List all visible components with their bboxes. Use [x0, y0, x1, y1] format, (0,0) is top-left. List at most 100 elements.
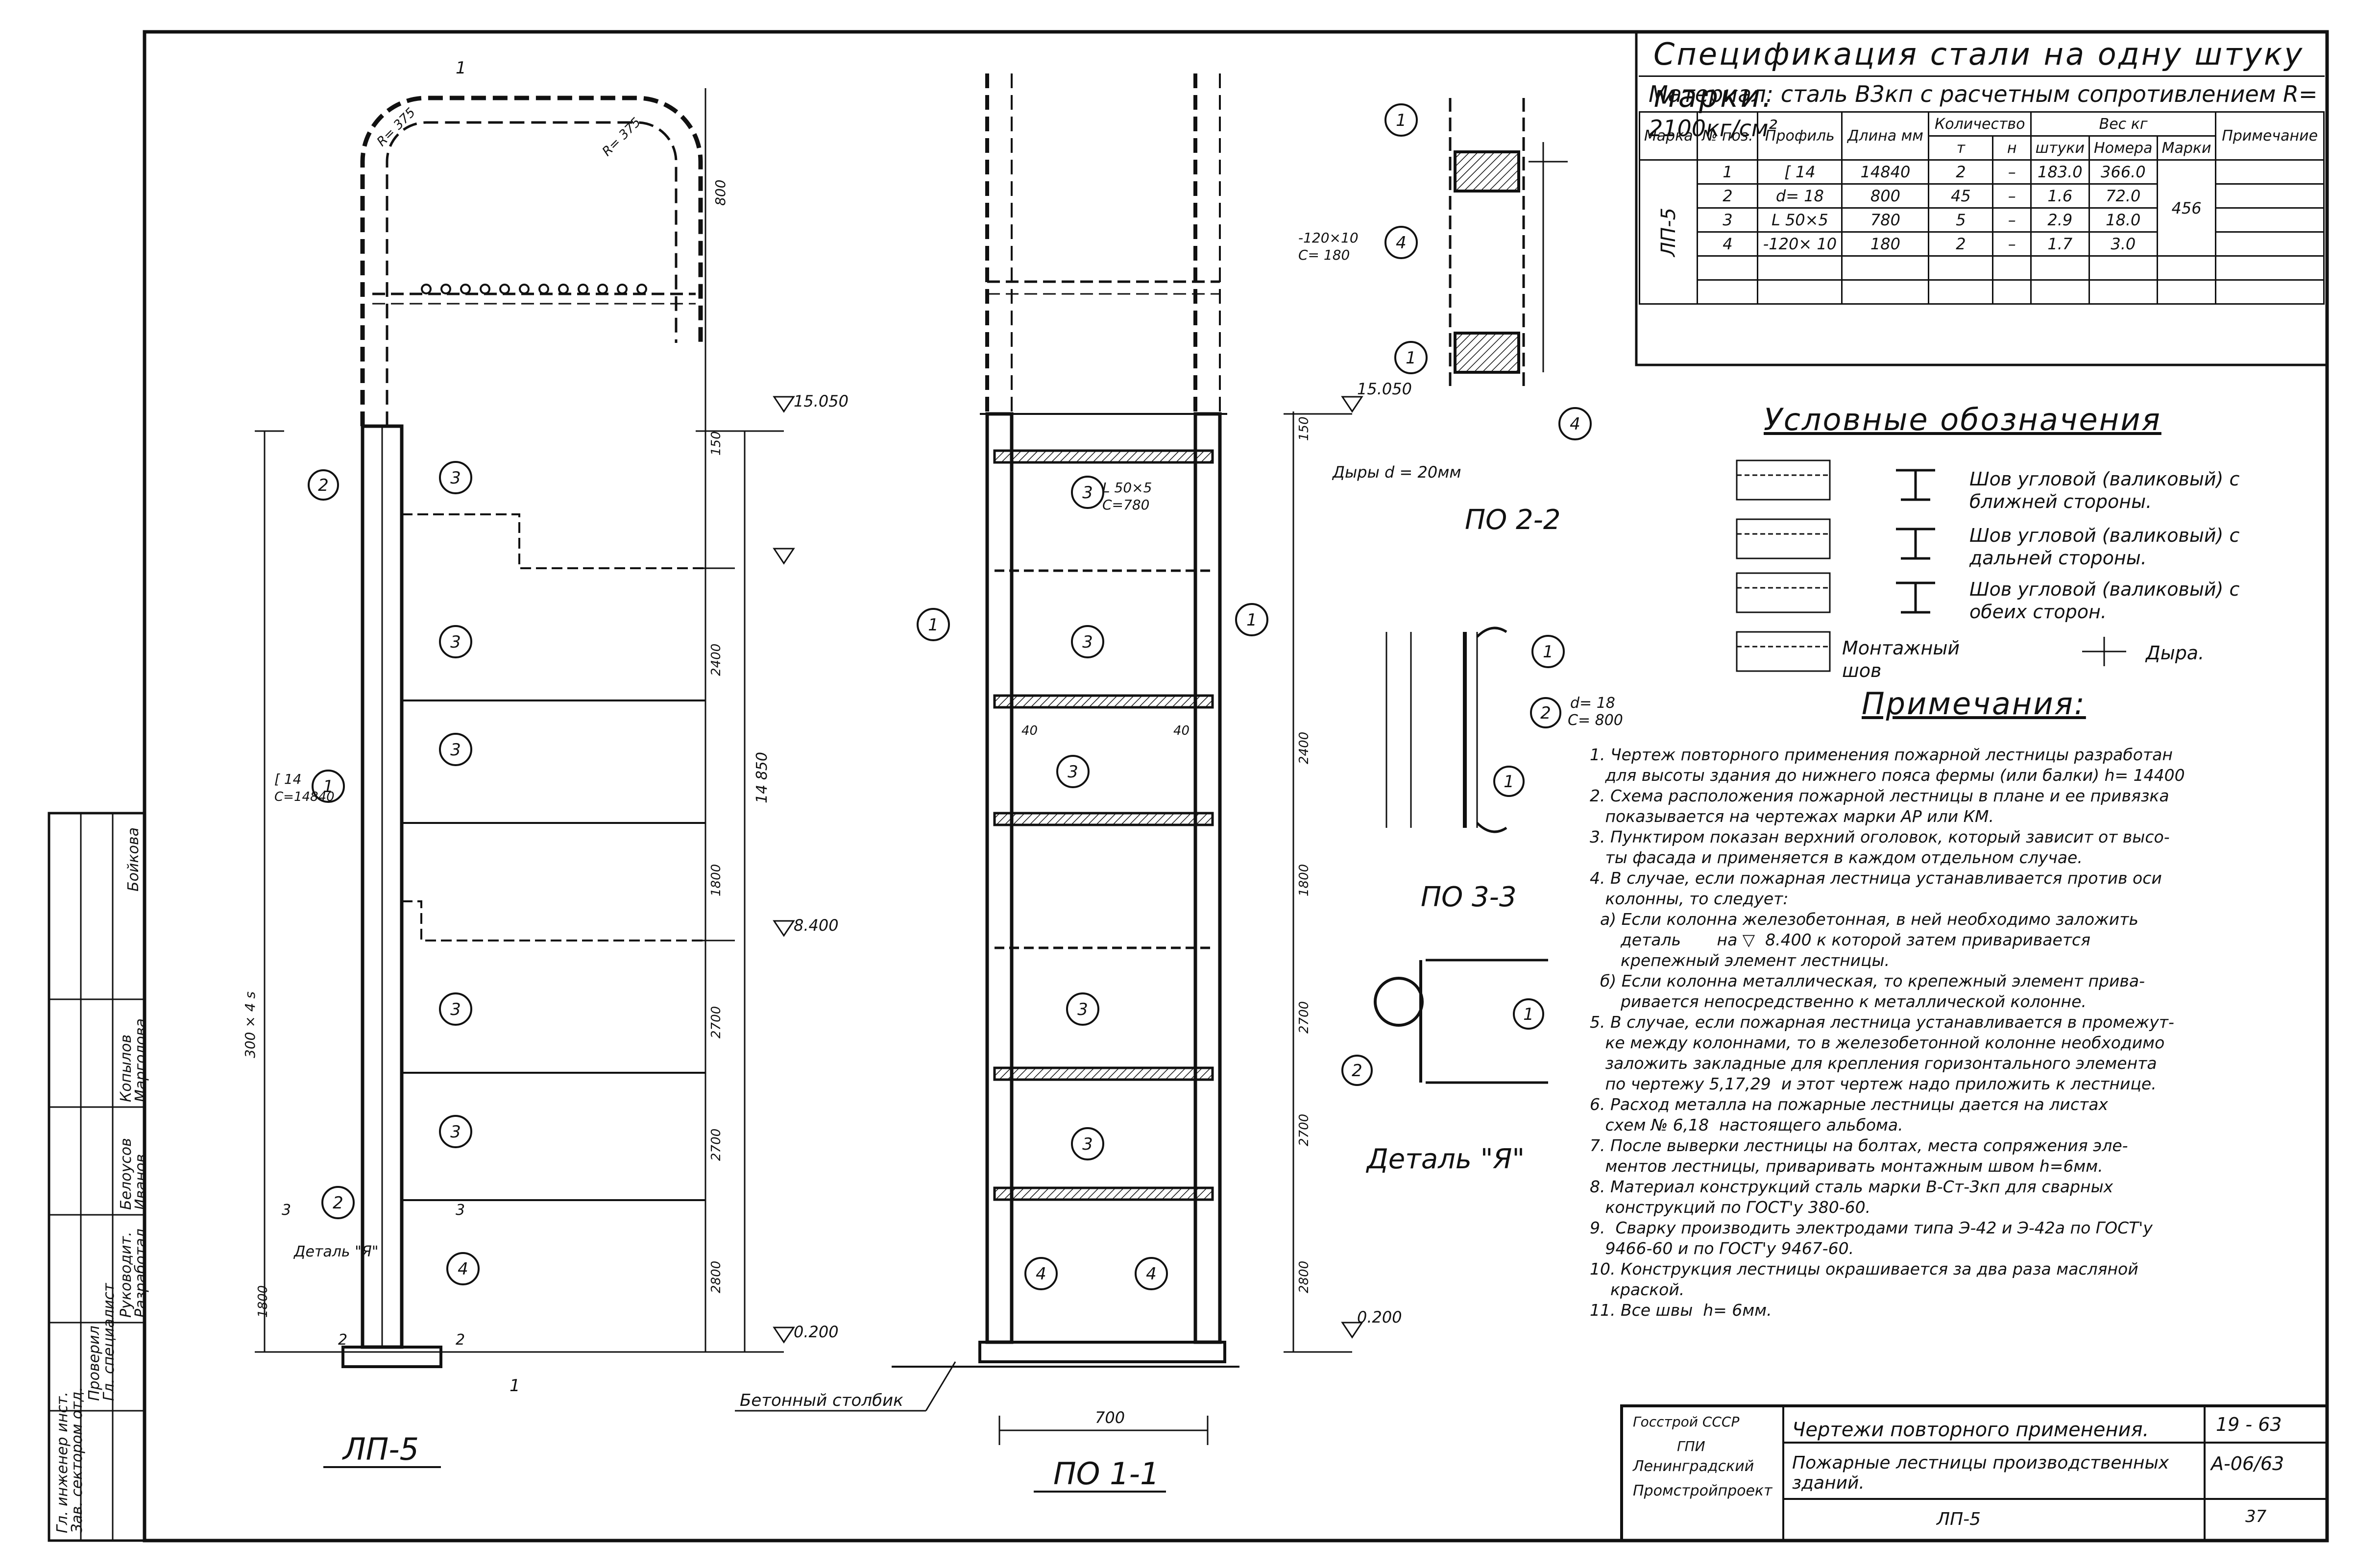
section-mark-3-left: 3 — [282, 1202, 291, 1219]
binding-strip — [48, 812, 146, 1542]
col-mark: Марка — [1638, 111, 1699, 161]
callout-1-po11-a: 1 — [928, 615, 939, 635]
side-name-5: Бойкова — [125, 827, 142, 892]
stamp-title2: Пожарные лестницы производственных здани… — [1792, 1453, 2169, 1493]
dim-lp5-6: 2800 — [709, 1261, 724, 1293]
cell-length: 780 — [1841, 207, 1930, 233]
dim-po11-3: 1800 — [1297, 864, 1311, 896]
cell-pos: 2 — [1697, 183, 1759, 209]
cell-t: 5 — [1928, 207, 1994, 233]
elev-mid-lp5: 8.400 — [794, 916, 839, 935]
note-item: 1. Чертеж повторного применения пожарной… — [1590, 745, 2185, 785]
dim-po11-6: 2800 — [1297, 1261, 1311, 1293]
section-mark-3-right: 3 — [456, 1202, 465, 1219]
channel-label: [ 14 — [274, 771, 301, 787]
table-row — [1640, 255, 2325, 281]
radius-left: R= 375 — [374, 105, 418, 149]
callout-1-po22-b: 1 — [1406, 348, 1416, 368]
cell-length: 180 — [1841, 231, 1930, 257]
notes-title: Примечания: — [1862, 686, 2086, 722]
note-item: 11. Все швы h= 6мм. — [1590, 1301, 1772, 1320]
section-mark-2-left: 2 — [338, 1331, 347, 1349]
po11-width-dim: 700 — [1095, 1408, 1125, 1427]
callout-4-po11-a: 4 — [1036, 1264, 1046, 1284]
spec-border — [1635, 30, 2329, 366]
elev-top-lp5: 15.050 — [794, 392, 849, 410]
stamp-code1: 19 - 63 — [2216, 1414, 2282, 1435]
plate-len: С= 180 — [1298, 247, 1350, 263]
table-row: ЛП-5 1 [ 14 14840 2 – 183.0 366.0 456 — [1638, 159, 2325, 305]
section-mark-1-top: 1 — [456, 58, 466, 78]
callout-3-lp5-b: 3 — [450, 632, 461, 652]
callout-4-po11-b: 4 — [1146, 1264, 1157, 1284]
cell-profile: -120× 10 — [1757, 231, 1843, 257]
cell-t: 2 — [1928, 159, 1994, 185]
cell-total: 18.0 — [2088, 207, 2158, 233]
callout-2-lp5-b: 2 — [333, 1193, 343, 1213]
side-role-4: Гл. специалист — [100, 1283, 118, 1401]
legend-title: Условные обозначения — [1764, 402, 2161, 437]
note-item: 4. В случае, если пожарная лестница уста… — [1590, 868, 2162, 908]
cell-t: 45 — [1928, 183, 1994, 209]
cell-total: 72.0 — [2088, 183, 2158, 209]
offset-40-b: 40 — [1173, 724, 1190, 738]
lp5-title: ЛП-5 — [342, 1431, 419, 1467]
cell-piece: 2.9 — [2030, 207, 2090, 233]
stamp-code2: А-06/63 — [2211, 1453, 2284, 1474]
stamp-org1: Госстрой СССР — [1633, 1414, 1740, 1430]
section-mark-1-bottom: 1 — [510, 1376, 520, 1396]
cell-total: 366.0 — [2088, 159, 2158, 185]
plate-label: -120×10 — [1298, 230, 1359, 246]
steps-dim: 300 × 4 s — [242, 991, 258, 1058]
col-weight: Вес кг — [2030, 111, 2217, 137]
callout-3-lp5-d: 3 — [450, 1000, 461, 1019]
view-po22 — [1384, 98, 1592, 440]
channel-len: С=14840 — [274, 790, 335, 804]
view-detail-a — [1341, 959, 1548, 1086]
cell-pos: 3 — [1697, 207, 1759, 233]
callout-4-po22-a: 4 — [1396, 233, 1407, 253]
legend-item-hole: Дыра. — [2146, 642, 2205, 664]
lp5-rungs — [421, 284, 647, 294]
po22-title: ПО 2-2 — [1465, 504, 1560, 536]
dim-lp5-1: 150 — [709, 431, 724, 456]
callout-2-lp5: 2 — [318, 476, 329, 495]
dim-lp5-3: 1800 — [709, 864, 724, 896]
col-pos: № поз. — [1697, 111, 1759, 161]
elev-bottom-lp5: 0.200 — [794, 1323, 839, 1341]
cell-note — [2215, 231, 2325, 257]
side-name-2: Иванов — [132, 1154, 149, 1210]
cell-length: 14840 — [1841, 159, 1930, 185]
angle-label: L 50×5 — [1102, 480, 1152, 496]
col-qty-n: н — [1992, 135, 2032, 161]
spec-title: Спецификация стали на одну штуку марки. — [1653, 36, 2305, 114]
spec-mark: ЛП-5 — [1657, 207, 1680, 257]
stamp-sheet-no: 37 — [2245, 1507, 2267, 1526]
note-item: б) Если колонна металлическая, то крепеж… — [1600, 971, 2145, 1011]
stamp-org4: Промстройпроект — [1633, 1482, 1772, 1499]
spec-mark-cell: ЛП-5 — [1638, 159, 1699, 305]
callout-1-detail: 1 — [1523, 1005, 1534, 1024]
callout-1-po33: 1 — [1543, 642, 1554, 662]
callout-3-lp5-e: 3 — [450, 1122, 461, 1142]
cell-n: – — [1992, 207, 2032, 233]
elev-top-po11: 15.050 — [1357, 380, 1412, 398]
stamp-border — [1620, 1404, 2329, 1542]
stamp-sheet-mark: ЛП-5 — [1937, 1509, 1981, 1529]
cell-total: 3.0 — [2088, 231, 2158, 257]
cell-note — [2215, 207, 2325, 233]
note-item: 6. Расход металла на пожарные лестницы д… — [1590, 1095, 2108, 1134]
dim-lp5-7: 1800 — [256, 1285, 270, 1318]
dim-lp5-5: 2700 — [709, 1129, 724, 1161]
cell-piece: 183.0 — [2030, 159, 2090, 185]
callout-1-po11-b: 1 — [1246, 610, 1257, 630]
cell-t: 2 — [1928, 231, 1994, 257]
spec-table-block: Спецификация стали на одну штуку марки. … — [1638, 33, 2325, 305]
col-profile: Профиль — [1757, 111, 1843, 161]
cell-profile: d= 18 — [1757, 183, 1843, 209]
side-name-4: Марголова — [132, 1018, 149, 1102]
note-item: 7. После выверки лестницы на болтах, мес… — [1590, 1136, 2128, 1176]
angle-len: С=780 — [1102, 497, 1149, 513]
legend-symbols — [1736, 459, 2126, 672]
rod-len: С= 800 — [1568, 712, 1623, 729]
